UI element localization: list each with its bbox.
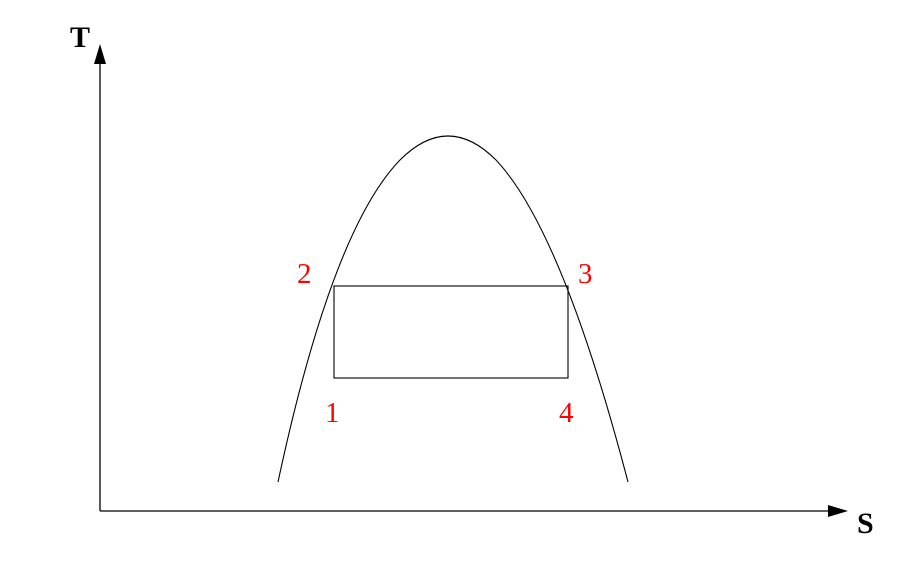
x-axis-arrowhead: [828, 505, 848, 517]
state-label-2: 2: [297, 258, 312, 290]
state-label-4: 4: [559, 397, 574, 429]
saturation-dome: [277, 135, 629, 483]
state-label-3: 3: [578, 258, 593, 290]
y-axis-arrowhead: [94, 44, 106, 64]
state-label-1: 1: [325, 397, 340, 429]
cycle-rectangle: [333, 285, 569, 379]
y-axis-label: T: [70, 21, 90, 54]
x-axis-label: S: [857, 507, 874, 540]
